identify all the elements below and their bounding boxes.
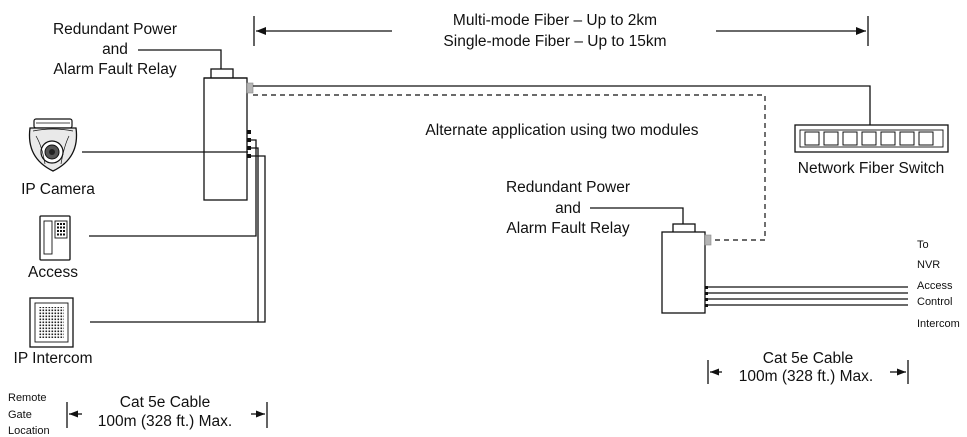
left-module-label-1: Redundant Power <box>53 21 177 38</box>
left-relay-leader <box>138 49 222 70</box>
right-cable-dimension <box>707 360 909 384</box>
access-keypad-icon <box>39 215 71 261</box>
fiber-multimode-label: Multi-mode Fiber – Up to 2km <box>453 12 657 29</box>
output-intercom-label: Intercom <box>917 318 960 330</box>
right-module-label-2: and <box>555 200 581 217</box>
left-cable-dimension <box>66 402 268 428</box>
network-fiber-switch <box>794 124 949 153</box>
left-cable-type-label: Cat 5e Cable <box>120 394 210 411</box>
output-control-label: Control <box>917 296 952 308</box>
ip-intercom-icon <box>29 297 74 348</box>
right-fiber-port <box>704 234 712 246</box>
output-nvr-label: NVR <box>917 259 940 271</box>
ip-camera-icon <box>28 118 78 172</box>
fiber-link-line <box>253 85 871 126</box>
left-device-cables <box>82 139 266 323</box>
network-switch-label: Network Fiber Switch <box>798 160 944 177</box>
fiber-singlemode-label: Single-mode Fiber – Up to 15km <box>443 33 666 50</box>
left-fiber-module <box>203 68 254 201</box>
access-label: Access <box>28 264 78 281</box>
right-cable-type-label: Cat 5e Cable <box>763 350 853 367</box>
right-module-label-3: Alarm Fault Relay <box>506 220 629 237</box>
right-relay-leader <box>590 207 684 225</box>
remote-gate-label-3: Location <box>8 425 50 437</box>
ip-intercom-label: IP Intercom <box>14 350 93 367</box>
left-cable-length-label: 100m (328 ft.) Max. <box>98 413 232 430</box>
output-to-label: To <box>917 239 929 251</box>
output-access-label: Access <box>917 280 953 292</box>
left-module-label-2: and <box>102 41 128 58</box>
left-fiber-port <box>246 82 254 94</box>
left-module-label-3: Alarm Fault Relay <box>53 61 176 78</box>
alternate-dashed-route <box>253 94 766 241</box>
right-fiber-module <box>661 223 712 314</box>
fiber-span-dimension <box>253 16 869 46</box>
right-cable-length-label: 100m (328 ft.) Max. <box>739 368 873 385</box>
remote-gate-label-2: Gate <box>8 409 32 421</box>
remote-gate-label-1: Remote <box>8 392 47 404</box>
right-output-cables <box>708 286 908 306</box>
ip-camera-label: IP Camera <box>21 181 95 198</box>
right-module-label-1: Redundant Power <box>506 179 630 196</box>
alternate-application-label: Alternate application using two modules <box>425 122 698 139</box>
